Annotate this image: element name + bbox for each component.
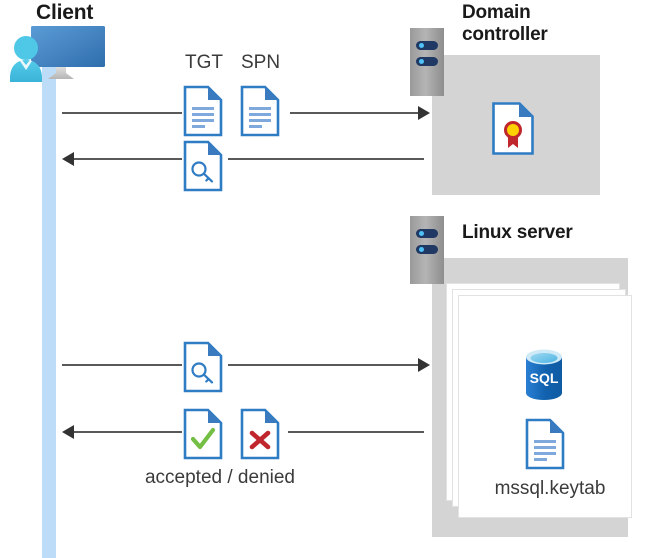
tgt-document-lines-icon [183, 85, 223, 137]
flow-line-result-right [288, 431, 424, 433]
server-led-2 [419, 247, 424, 252]
client-workstation-icon [8, 24, 112, 86]
domain-controller-server-rack-icon [410, 28, 444, 96]
server-bay-1 [416, 229, 438, 238]
service-ticket-document-key-icon [183, 140, 223, 192]
flow-line-linux-right [228, 364, 420, 366]
domain-controller-title-line1: Domain [462, 2, 531, 23]
client-lifeline [42, 64, 56, 558]
flow-line-result-left [74, 431, 182, 433]
accepted-document-check-icon [183, 408, 223, 460]
linux-server-title: Linux server [462, 222, 573, 243]
denied-document-x-icon [240, 408, 280, 460]
keytab-document-lines-icon [525, 418, 565, 475]
client-title: Client [36, 1, 94, 24]
sql-database-icon: SQL [521, 347, 567, 408]
presented-ticket-document-key-icon [183, 341, 223, 393]
server-led-1 [419, 43, 424, 48]
domain-controller-title: Domain controller [462, 2, 622, 46]
spn-document-lines-icon [240, 85, 280, 137]
arrow-to-linux-server [418, 358, 430, 372]
flow-line-request-right [290, 112, 420, 114]
keytab-filename-label: mssql.keytab [494, 478, 606, 499]
arrow-to-client-result [62, 425, 74, 439]
server-bay-1 [416, 41, 438, 50]
domain-controller-title-line2: controller [462, 23, 548, 45]
container-card-front: Container [458, 295, 632, 518]
flow-line-linux-left [62, 364, 182, 366]
server-led-2 [419, 59, 424, 64]
server-led-1 [419, 231, 424, 236]
server-bay-2 [416, 245, 438, 254]
accepted-denied-label: accepted / denied [144, 467, 295, 488]
flow-line-ticket-right [228, 158, 424, 160]
flow-line-ticket-left [74, 158, 182, 160]
tgt-label: TGT [185, 52, 223, 73]
spn-label: SPN [241, 52, 281, 73]
server-bay-2 [416, 57, 438, 66]
arrow-to-client-ticket [62, 152, 74, 166]
svg-text:SQL: SQL [530, 370, 559, 386]
certificate-document-icon [491, 101, 535, 161]
linux-server-rack-icon [410, 216, 444, 284]
arrow-to-domain-controller [418, 106, 430, 120]
flow-line-request-left [62, 112, 182, 114]
